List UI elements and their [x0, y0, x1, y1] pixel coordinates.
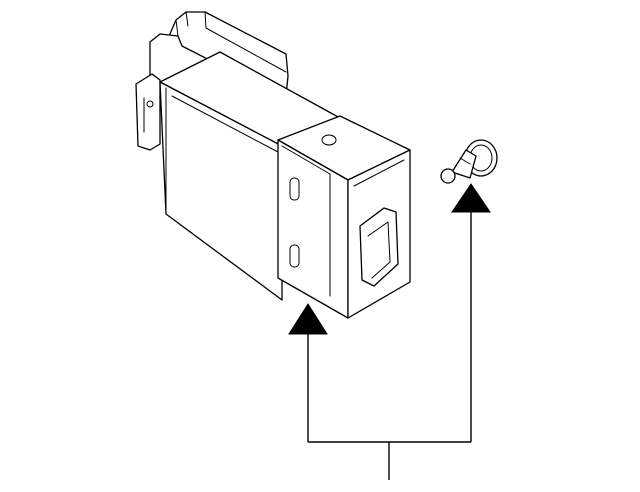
mounting-bolt — [440, 139, 498, 184]
arrowhead-bolt — [451, 183, 491, 213]
leader-lines — [307, 212, 472, 480]
module-side-clip — [135, 73, 161, 151]
module-connector-socket — [359, 207, 399, 287]
arrowhead-module — [288, 303, 328, 335]
arrowheads — [288, 183, 491, 335]
control-module — [135, 11, 411, 319]
module-main-body — [159, 51, 341, 301]
